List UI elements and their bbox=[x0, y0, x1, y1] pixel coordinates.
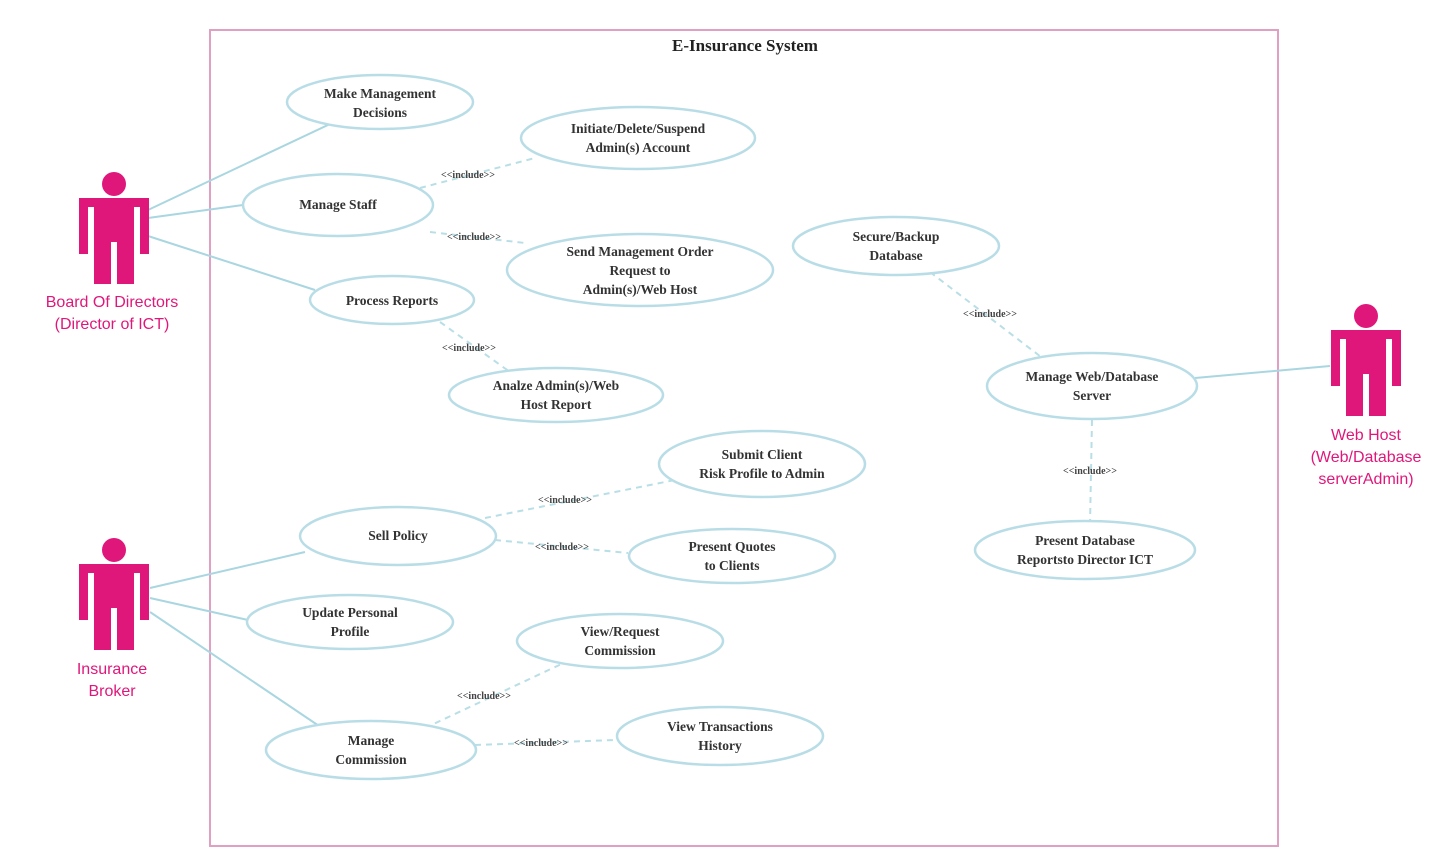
assoc-broker-manage-commission bbox=[149, 611, 326, 731]
include-line bbox=[419, 157, 536, 189]
svg-text:View Transactions: View Transactions bbox=[667, 719, 773, 734]
svg-text:to Clients: to Clients bbox=[704, 558, 759, 573]
use-case-submit-client-risk-profile: Submit Client Risk Profile to Admin bbox=[657, 429, 867, 499]
use-case-analyze-host-report: Analze Admin(s)/Web Host Report bbox=[447, 366, 665, 424]
association-lines bbox=[147, 123, 1331, 731]
svg-text:Commission: Commission bbox=[584, 643, 656, 658]
svg-text:Secure/Backup: Secure/Backup bbox=[853, 229, 940, 244]
svg-text:Initiate/Delete/Suspend: Initiate/Delete/Suspend bbox=[571, 121, 706, 136]
svg-text:Reportsto Director ICT: Reportsto Director ICT bbox=[1017, 552, 1153, 567]
use-case-secure-backup-database: Secure/Backup Database bbox=[791, 215, 1001, 277]
include-line bbox=[929, 271, 1046, 361]
use-case-make-management-decisions: Make Management Decisions bbox=[285, 73, 475, 131]
use-case-manage-web-database-server: Manage Web/Database Server bbox=[985, 351, 1199, 421]
system-title: E-Insurance System bbox=[672, 36, 818, 55]
svg-text:Admin(s)/Web Host: Admin(s)/Web Host bbox=[583, 282, 698, 297]
svg-text:View/Request: View/Request bbox=[581, 624, 660, 639]
svg-text:Profile: Profile bbox=[331, 624, 370, 639]
actor-label: Insurance bbox=[77, 661, 147, 678]
svg-text:Commission: Commission bbox=[335, 752, 407, 767]
svg-text:Send Management Order: Send Management Order bbox=[567, 244, 714, 259]
assoc-board-process-reports bbox=[147, 235, 316, 291]
include-label: <<include>> bbox=[441, 170, 495, 181]
svg-text:Decisions: Decisions bbox=[353, 105, 407, 120]
include-line bbox=[439, 321, 511, 373]
svg-text:Submit Client: Submit Client bbox=[722, 447, 803, 462]
use-case-send-management-order: Send Management Order Request to Admin(s… bbox=[505, 232, 775, 308]
include-line bbox=[429, 231, 526, 244]
actor-icon bbox=[79, 538, 149, 650]
svg-text:Present Quotes: Present Quotes bbox=[688, 539, 775, 554]
include-label: <<include>> bbox=[447, 232, 501, 243]
use-case-manage-commission: Manage Commission bbox=[264, 719, 478, 781]
include-labels: <<include>> <<include>> <<include>> <<in… bbox=[441, 170, 1117, 749]
include-label: <<include>> bbox=[457, 691, 511, 702]
svg-text:Request to: Request to bbox=[609, 263, 670, 278]
svg-text:Process Reports: Process Reports bbox=[346, 293, 438, 308]
use-case-initiate-delete-suspend-account: Initiate/Delete/Suspend Admin(s) Account bbox=[519, 105, 757, 171]
use-case-present-quotes: Present Quotes to Clients bbox=[627, 527, 837, 585]
svg-text:Database: Database bbox=[869, 248, 922, 263]
svg-text:Manage Web/Database: Manage Web/Database bbox=[1026, 369, 1159, 384]
actor-insurance-broker: Insurance Broker bbox=[77, 538, 149, 700]
actor-label: (Web/Database bbox=[1311, 449, 1422, 466]
svg-text:Manage Staff: Manage Staff bbox=[299, 197, 377, 212]
actor-icon bbox=[79, 172, 149, 284]
include-label: <<include>> bbox=[514, 738, 568, 749]
include-line bbox=[424, 659, 571, 729]
use-case-present-database-reports: Present Database Reportsto Director ICT bbox=[973, 519, 1197, 581]
svg-text:Present Database: Present Database bbox=[1035, 533, 1135, 548]
actor-icon bbox=[1331, 304, 1401, 416]
include-label: <<include>> bbox=[1063, 466, 1117, 477]
svg-text:Server: Server bbox=[1073, 388, 1111, 403]
include-line bbox=[474, 739, 616, 746]
actor-web-host: Web Host (Web/Database serverAdmin) bbox=[1311, 304, 1422, 488]
svg-text:Analze Admin(s)/Web: Analze Admin(s)/Web bbox=[493, 378, 619, 393]
include-label: <<include>> bbox=[538, 495, 592, 506]
assoc-broker-sell-policy bbox=[149, 551, 306, 589]
use-case-process-reports: Process Reports bbox=[308, 274, 476, 326]
svg-text:Sell Policy: Sell Policy bbox=[368, 528, 428, 543]
actor-label: Broker bbox=[88, 683, 136, 700]
use-case-view-request-commission: View/Request Commission bbox=[515, 612, 725, 670]
assoc-board-manage-staff bbox=[147, 204, 244, 219]
assoc-board-make-mgmt bbox=[147, 123, 331, 211]
use-case-sell-policy: Sell Policy bbox=[298, 505, 498, 567]
use-case-manage-staff: Manage Staff bbox=[241, 172, 435, 238]
use-case-view-transactions-history: View Transactions History bbox=[615, 705, 825, 767]
include-label: <<include>> bbox=[535, 542, 589, 553]
svg-text:Host Report: Host Report bbox=[521, 397, 592, 412]
assoc-webhost-manage-web bbox=[1194, 365, 1331, 379]
actor-label: Board Of Directors bbox=[46, 294, 178, 311]
include-label: <<include>> bbox=[963, 309, 1017, 320]
use-case-update-personal-profile: Update Personal Profile bbox=[245, 593, 455, 651]
actor-label: serverAdmin) bbox=[1318, 471, 1413, 488]
assoc-broker-update-profile bbox=[149, 597, 249, 621]
actor-label: (Director of ICT) bbox=[55, 316, 170, 333]
svg-text:History: History bbox=[698, 738, 742, 753]
include-line bbox=[494, 539, 629, 554]
svg-text:Update Personal: Update Personal bbox=[302, 605, 398, 620]
svg-text:Admin(s) Account: Admin(s) Account bbox=[586, 140, 691, 155]
include-label: <<include>> bbox=[442, 343, 496, 354]
actor-board-of-directors: Board Of Directors (Director of ICT) bbox=[46, 172, 178, 333]
include-lines bbox=[419, 157, 1093, 746]
svg-text:Risk Profile to Admin: Risk Profile to Admin bbox=[699, 466, 825, 481]
actor-label: Web Host bbox=[1331, 427, 1402, 444]
svg-text:Make Management: Make Management bbox=[324, 86, 437, 101]
svg-text:Manage: Manage bbox=[348, 733, 395, 748]
